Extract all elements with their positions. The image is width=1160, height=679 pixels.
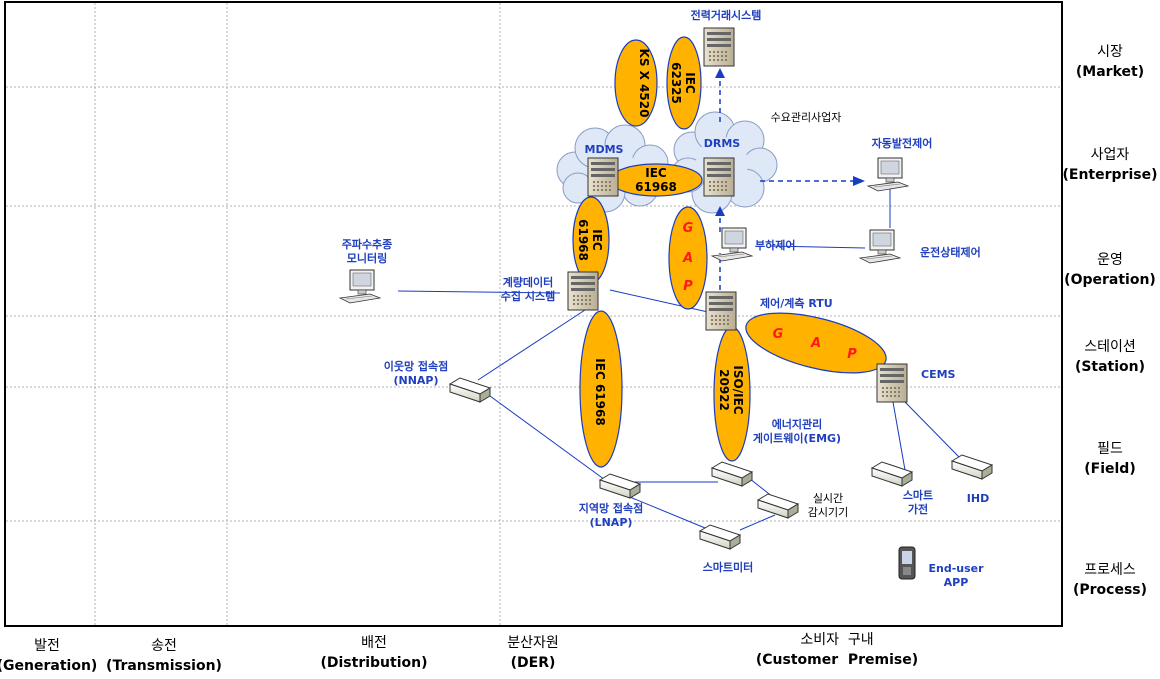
col-generation-en: (Generation) <box>0 658 97 674</box>
row-process-ko: 프로세스 <box>1084 562 1136 578</box>
row-operation-en: (Operation) <box>1064 272 1156 288</box>
diagram-frame <box>4 1 1063 627</box>
server-meter-collect-icon <box>567 271 599 311</box>
label-nnap-b: (NNAP) <box>393 374 438 387</box>
label-smart-meter: 스마트미터 <box>703 560 754 574</box>
mobile-phone-icon <box>898 546 916 580</box>
label-ks-x-4520: KS X 4520 <box>637 49 651 118</box>
label-meter-collect-b: 수집 시스템 <box>501 289 555 303</box>
column-labels: 발전 (Generation) 송전 (Transmission) 배전 (Di… <box>0 632 918 674</box>
col-der-ko: 분산자원 <box>507 635 559 651</box>
gap-h-p: P <box>847 347 857 362</box>
server-drms-icon <box>703 157 735 197</box>
label-realtime-monitor-a: 실시간 <box>813 492 843 505</box>
label-lnap-b: (LNAP) <box>590 516 633 529</box>
label-mdms: MDMS <box>585 143 624 156</box>
label-load-control: 부하제어 <box>755 238 795 252</box>
label-smart-appliance-b: 가전 <box>908 502 928 516</box>
row-station-ko: 스테이션 <box>1084 339 1136 355</box>
label-power-market: 전력거래시스템 <box>691 8 762 22</box>
server-mdms-icon <box>587 157 619 197</box>
col-transmission-en: (Transmission) <box>106 658 222 674</box>
col-transmission-ko: 송전 <box>151 638 177 654</box>
row-market-en: (Market) <box>1076 64 1144 80</box>
label-iso-iec-b: 20922 <box>717 369 731 411</box>
row-field-ko: 필드 <box>1097 441 1123 457</box>
label-iec-62325-a: IEC <box>683 72 697 94</box>
label-enduser-b: APP <box>944 576 969 589</box>
row-market-ko: 시장 <box>1097 44 1123 60</box>
row-process-en: (Process) <box>1073 582 1147 598</box>
label-lnap-a: 지역망 접속점 <box>579 501 644 515</box>
gap-h-g: G <box>773 327 784 342</box>
label-iso-iec-a: ISO/IEC <box>731 365 745 414</box>
label-iec-61968-low: IEC 61968 <box>593 358 607 425</box>
gap-v-g: G <box>683 221 694 236</box>
row-enterprise-en: (Enterprise) <box>1063 167 1158 183</box>
label-drms: DRMS <box>704 137 741 150</box>
label-auto-gen-control: 자동발전제어 <box>872 136 933 150</box>
col-customer-ko: 소비자 구내 <box>800 632 873 648</box>
row-field-en: (Field) <box>1084 461 1135 477</box>
label-realtime-monitor-b: 감시기기 <box>808 506 848 519</box>
label-rtu: 제어/계측 RTU <box>760 296 833 310</box>
label-iec-62325-b: 62325 <box>669 62 683 104</box>
label-nnap-a: 이웃망 접속점 <box>384 359 449 373</box>
row-station-en: (Station) <box>1075 359 1145 375</box>
col-distribution-en: (Distribution) <box>320 655 427 671</box>
label-freq-monitor-a: 주파수추종 <box>342 237 393 251</box>
arrowheads <box>715 68 865 216</box>
label-enduser-a: End-user <box>928 562 984 575</box>
label-demand-operator: 수요관리사업자 <box>771 111 842 124</box>
gap-v-p: P <box>683 279 693 294</box>
col-generation-ko: 발전 <box>34 638 60 654</box>
row-operation-ko: 운영 <box>1097 252 1123 268</box>
ellipse-iec-61968-low <box>579 310 623 468</box>
gap-v-a: A <box>682 251 693 266</box>
label-iec-61968-left-b: 61968 <box>576 219 590 261</box>
server-power-market-icon <box>703 27 735 67</box>
ellipse-ks-x-4520 <box>614 39 658 127</box>
col-der-en: (DER) <box>511 655 556 671</box>
label-op-status-control: 운전상태제어 <box>920 245 981 259</box>
label-freq-monitor-b: 모니터링 <box>347 251 387 265</box>
label-ihd: IHD <box>967 492 989 505</box>
ellipse-gap-horizontal <box>745 312 887 374</box>
server-rtu-icon <box>705 291 737 331</box>
label-smart-appliance-a: 스마트 <box>903 488 933 502</box>
gap-h-a: A <box>810 336 821 351</box>
ellipse-iec-62325 <box>666 36 702 130</box>
ellipse-gap-vertical <box>668 206 708 310</box>
col-customer-en: (Customer Premise) <box>756 652 918 668</box>
row-labels: 시장 (Market) 사업자 (Enterprise) 운영 (Operati… <box>1063 44 1158 598</box>
label-iec-61968-mid-a: IEC <box>645 166 667 180</box>
label-emg-a: 에너지관리 <box>772 417 823 431</box>
label-meter-collect-a: 계량데이터 <box>503 275 554 289</box>
server-cems-icon <box>876 363 908 403</box>
label-emg-b: 게이트웨이(EMG) <box>753 431 841 445</box>
label-iec-61968-mid-b: 61968 <box>635 180 677 194</box>
col-distribution-ko: 배전 <box>361 635 387 651</box>
label-iec-61968-left-a: IEC <box>590 229 604 251</box>
row-enterprise-ko: 사업자 <box>1091 147 1130 163</box>
label-cems: CEMS <box>921 368 956 381</box>
